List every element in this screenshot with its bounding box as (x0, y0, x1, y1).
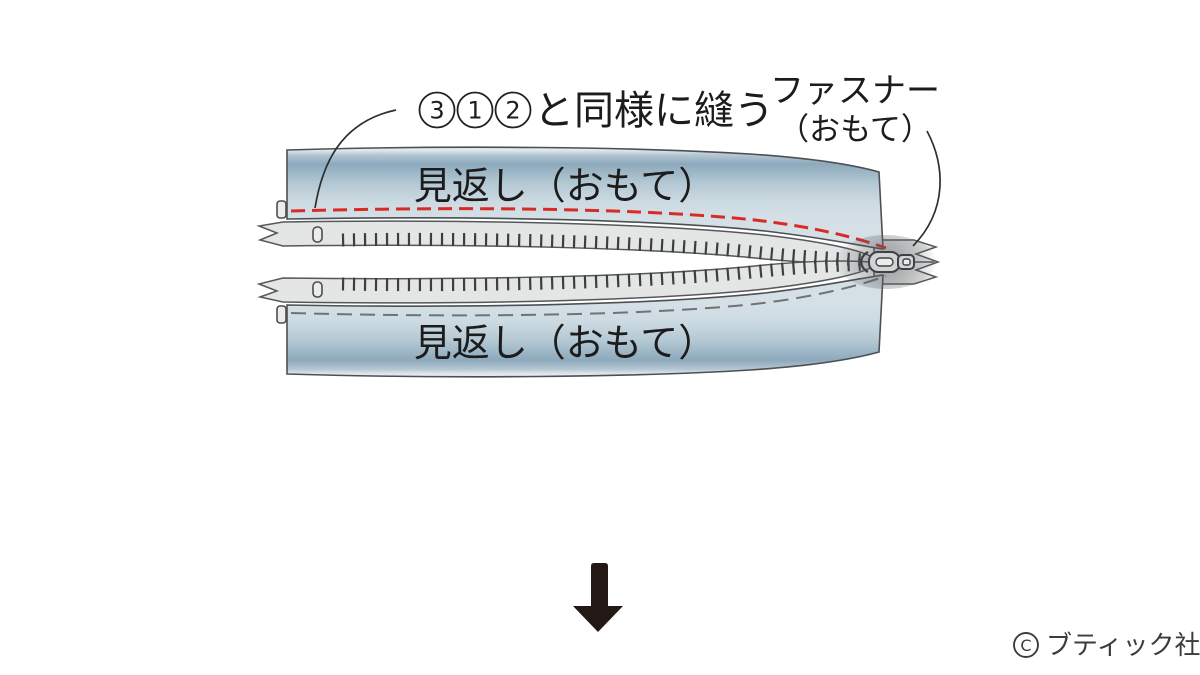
sew-note-leader-line (314, 109, 397, 209)
facing-bottom-fabric (286, 274, 884, 378)
zipper-top-stop-upper (312, 226, 323, 243)
fastener-label: ファスナー （おもて） (770, 71, 940, 148)
slider-pull-hole (902, 258, 911, 266)
circled-number-1-ring (456, 91, 494, 129)
facing-top-fabric (286, 146, 884, 250)
fastener-label-line1: ファスナー (770, 71, 940, 111)
circled-number-3-ring (418, 91, 456, 129)
circled-number-1: 1 (467, 97, 482, 125)
copyright-symbol: C (1020, 636, 1031, 655)
fastener-label-line2: （おもて） (778, 112, 932, 148)
facing-bottom-label: 見返し（おもて） (414, 321, 716, 365)
fastener-leader-line (912, 130, 941, 247)
down-arrow-icon (573, 563, 623, 632)
tape-end-tab-upper (276, 200, 287, 219)
facing-top-label: 見返し（おもて） (414, 164, 716, 208)
sew-note: 3 1 2 と同様に縫う (418, 88, 774, 134)
zipper-top-stop-lower (312, 281, 323, 298)
copyright-text: ブティック社 (1046, 631, 1200, 661)
slider-mouth-bracket (860, 251, 869, 273)
stitch-line-gray (290, 275, 887, 317)
sew-note-text: と同様に縫う (534, 88, 774, 134)
zipper-slider (860, 251, 915, 273)
tape-end-tab-lower (276, 305, 287, 324)
copyright-credit: C ブティック社 (1013, 631, 1200, 661)
copyright-circle-icon (1013, 632, 1039, 658)
stitch-line-red (290, 207, 887, 250)
circled-number-2: 2 (505, 97, 520, 125)
circled-number-2-ring (494, 91, 532, 129)
slider-body-slot (875, 257, 894, 267)
circled-number-3: 3 (429, 97, 444, 125)
